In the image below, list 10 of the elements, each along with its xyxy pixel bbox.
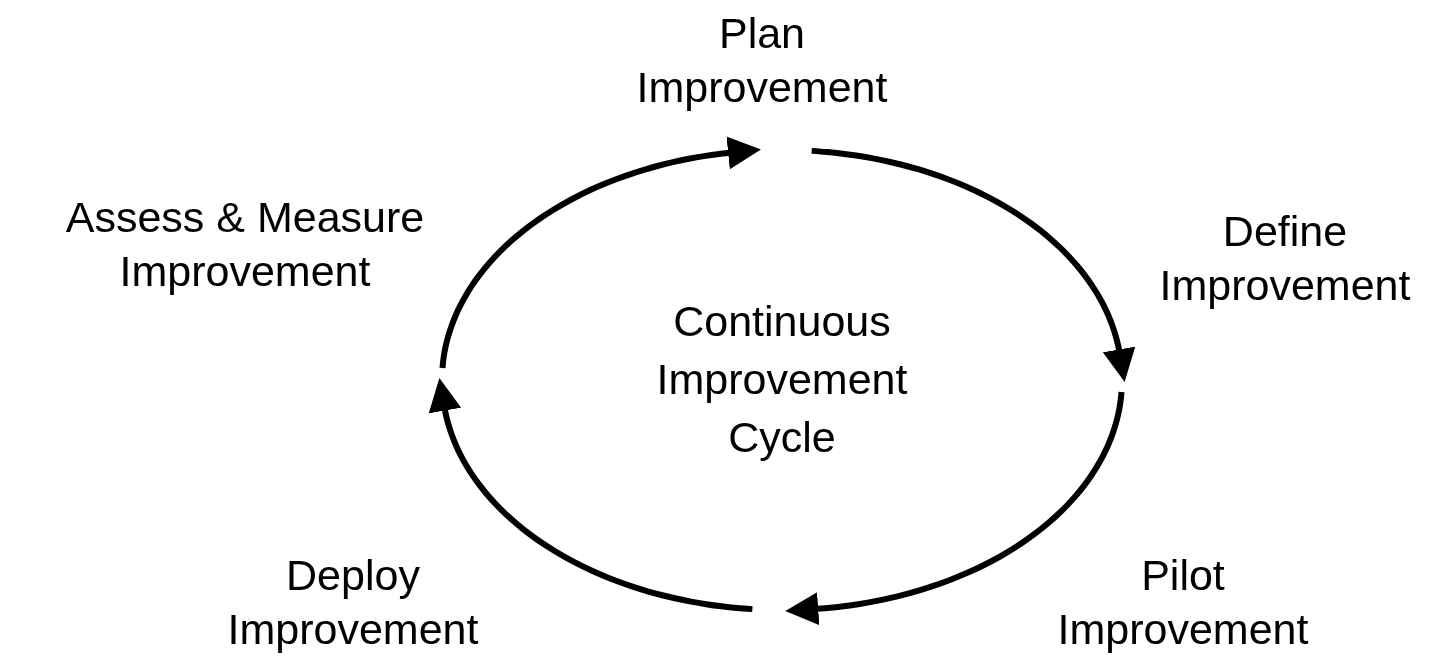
step-label: Define Improvement: [1120, 204, 1450, 312]
step-label: Pilot Improvement: [1013, 548, 1353, 656]
step-label: Plan Improvement: [592, 6, 932, 114]
step-label: Deploy Improvement: [183, 548, 523, 656]
center-title: Continuous Improvement Cycle: [655, 296, 909, 463]
cycle-arrow: [428, 378, 753, 613]
cycle-arrow: [439, 136, 761, 369]
step-label: Assess & Measure Improvement: [5, 190, 485, 298]
cycle-arrow: [811, 147, 1136, 382]
cycle-arrow: [785, 391, 1125, 626]
